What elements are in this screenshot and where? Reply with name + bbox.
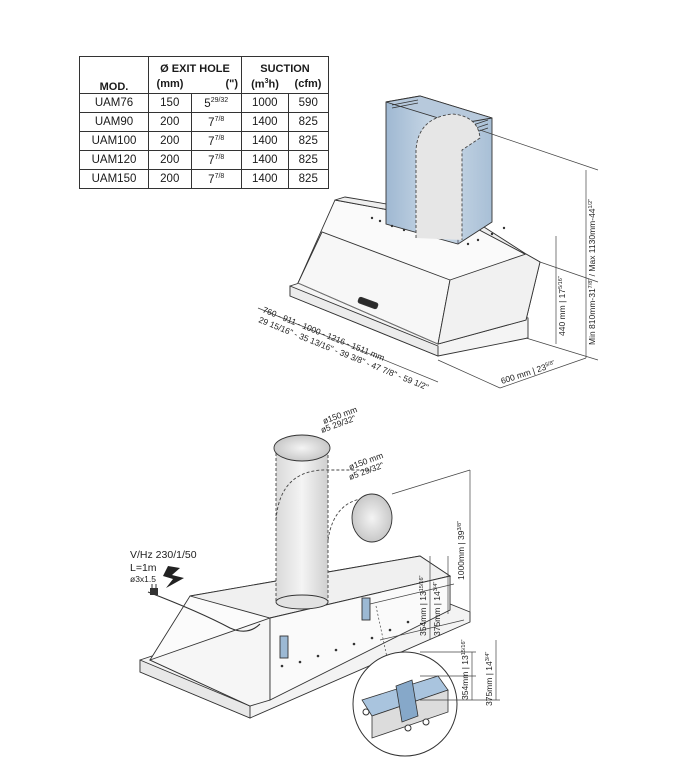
cell-cfm: 825: [287, 131, 329, 151]
mounting-bracket: [279, 597, 371, 659]
col-header-suction: SUCTION: [241, 56, 329, 75]
col-header-exit-hole: Ø EXIT HOLE: [148, 56, 242, 75]
side-exit-hole: [351, 493, 393, 543]
cable-length: L=1m: [130, 562, 157, 574]
logo-badge: [357, 296, 379, 310]
power-spec: V/Hz 230/1/50: [130, 549, 197, 561]
screw-row: [370, 216, 506, 246]
cell-mm: 200: [148, 131, 192, 151]
dim-height-range: Min 810mm-317/8" / Max 1130mm-441/2": [587, 199, 597, 345]
plug-icon: [150, 584, 158, 595]
top-dimensions: [257, 129, 599, 389]
cell-mod: UAM90: [79, 112, 149, 132]
dim-354: 354mm | 1315/16": [418, 576, 428, 636]
detail-dim-354: 354mm | 1315/16": [460, 640, 470, 700]
cable-section: ø3x1.5: [130, 574, 156, 584]
hood-install-view: [139, 434, 471, 719]
cell-cfm: 825: [287, 169, 329, 189]
unit-cfm: (cfm): [288, 75, 329, 94]
power-cable: [147, 591, 261, 632]
cell-cfm: 590: [287, 93, 329, 113]
hood-top-view: [289, 95, 541, 357]
dim-depth: 600 mm | 235/8": [500, 359, 557, 386]
cell-mm: 200: [148, 150, 192, 170]
lightning-icon: [163, 566, 184, 588]
top-exit-hole: [273, 434, 331, 462]
cell-in: 77/8: [190, 169, 242, 189]
cell-in: 529/32: [190, 93, 242, 113]
dim-body-height: 440 mm | 175/16": [557, 276, 567, 336]
col-header-mod: MOD.: [79, 56, 149, 94]
cell-m3h: 1400: [241, 169, 289, 189]
bracket-detail-zoom: [352, 651, 458, 757]
spec-table: MOD. Ø EXIT HOLE SUCTION (mm) (") (m3h) …: [79, 56, 329, 189]
cell-m3h: 1400: [241, 112, 289, 132]
unit-in: ("): [191, 75, 242, 94]
detail-dim-375: 375mm | 143/4": [484, 652, 494, 706]
cell-mod: UAM150: [79, 169, 149, 189]
bottom-dimensions: [369, 469, 471, 663]
dim-total-height: 1000mm | 393/8": [456, 521, 466, 580]
cell-mm: 200: [148, 169, 192, 189]
dim-375: 375mm | 143/4": [432, 582, 442, 636]
cell-cfm: 825: [287, 150, 329, 170]
